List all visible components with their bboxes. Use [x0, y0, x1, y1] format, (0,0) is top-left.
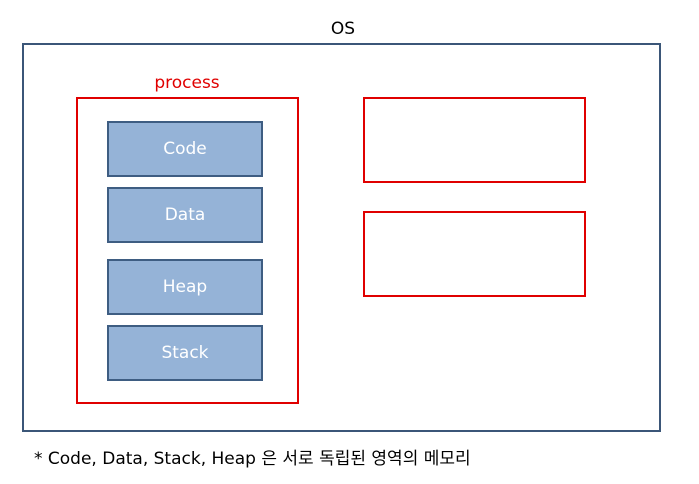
- stack-segment: Stack: [107, 325, 263, 381]
- other-process-box: [363, 97, 586, 183]
- footnote: * Code, Data, Stack, Heap 은 서로 독립된 영역의 메…: [34, 449, 471, 469]
- data-segment: Data: [107, 187, 263, 243]
- other-process-box: [363, 211, 586, 297]
- process-label: process: [154, 73, 220, 93]
- process-box: [76, 97, 299, 404]
- heap-segment: Heap: [107, 259, 263, 315]
- code-segment: Code: [107, 121, 263, 177]
- os-label: OS: [330, 19, 356, 39]
- os-box: [22, 43, 661, 432]
